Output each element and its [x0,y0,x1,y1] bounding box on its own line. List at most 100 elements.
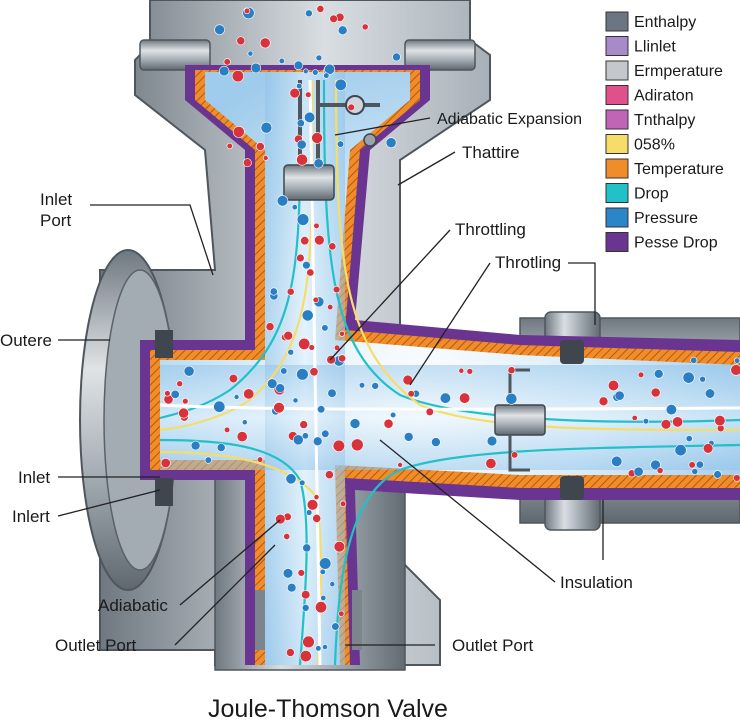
legend-swatch [605,36,629,56]
molecule [392,52,401,62]
legend-swatch [605,109,629,130]
molecule [350,438,364,452]
molecule [320,594,327,601]
molecule [204,456,212,464]
molecule [309,367,319,377]
molecule [312,296,319,304]
molecule [300,236,310,246]
molecule [702,443,714,454]
label-outlet-port-left: Outlet Port [55,636,137,655]
molecule [190,440,201,451]
molecule [296,368,309,381]
legend-item: 058% [605,134,675,154]
molecule [312,514,322,523]
molecule [241,419,248,426]
molecule [160,457,171,468]
legend-item: Tnthalpy [605,109,695,130]
molecule [301,309,314,322]
molecule [691,468,699,475]
label-inlert: Inlert [12,507,50,526]
molecule [299,420,309,429]
molecule [315,54,323,62]
molecule [214,24,225,36]
legend-swatch [605,60,629,81]
molecule [243,7,251,15]
molecule [685,435,693,443]
legend-item: Llinlet [605,36,676,56]
molecule [283,532,291,540]
molecule [314,234,325,246]
molecule [321,324,329,332]
molecule [287,348,295,356]
molecule [296,119,305,128]
molecule [273,402,285,414]
molecule [505,392,518,405]
molecule [301,603,310,612]
molecule [269,287,278,296]
legend-swatch [605,207,629,228]
molecule [334,344,341,351]
molecule [315,645,322,652]
molecule [714,415,726,427]
valve-bolt-top [363,133,377,147]
valve-stem-top [283,164,335,201]
molecule [338,354,347,363]
molecule [327,304,334,311]
molecule [397,462,403,468]
molecule [286,287,295,296]
molecule [228,374,238,384]
molecule [327,388,337,398]
molecule [267,378,278,389]
molecule [299,479,306,486]
molecule [458,367,465,374]
molecule [656,467,664,474]
molecule [361,23,369,31]
molecule [459,392,471,404]
molecule [485,457,497,469]
molecule [334,78,347,91]
molecule [332,285,341,294]
molecule [730,364,740,376]
molecule [257,456,264,463]
legend-item: Temperature [605,158,724,179]
molecule [233,394,240,400]
molecule [302,543,312,553]
molecule [653,368,664,379]
molecule [339,500,347,507]
molecule [296,139,307,150]
molecule [276,195,289,207]
label-inlet-port-2: Port [40,211,71,230]
molecule [713,470,722,479]
molecule [287,582,297,593]
molecule [259,37,271,49]
legend-label: 058% [634,137,675,154]
legend-label: Enthalpy [634,14,696,31]
top-flange-left [139,39,211,71]
molecule [321,429,330,438]
legend-item: Adiraton [605,85,694,105]
molecule [226,142,233,150]
molecule [302,68,309,75]
molecule [322,644,328,650]
bottom-rib-right [352,590,362,650]
outlet-nozzle [494,404,546,436]
molecule [296,153,308,166]
diagram-title: Joule-Thomson Valve [208,695,448,723]
molecule [507,366,516,375]
molecule [431,437,441,447]
molecule [317,405,326,414]
molecule [298,337,311,350]
molecule [262,155,269,161]
legend-label: Tnthalpy [634,112,695,129]
molecule [305,9,313,18]
molecule [383,418,394,429]
molecule [255,142,265,151]
molecule [306,268,315,277]
legend-label: Pressure [634,210,698,227]
molecule [614,390,625,401]
molecule [695,460,704,469]
molecule [633,466,644,477]
molecule [302,261,311,270]
molecule [733,474,740,482]
